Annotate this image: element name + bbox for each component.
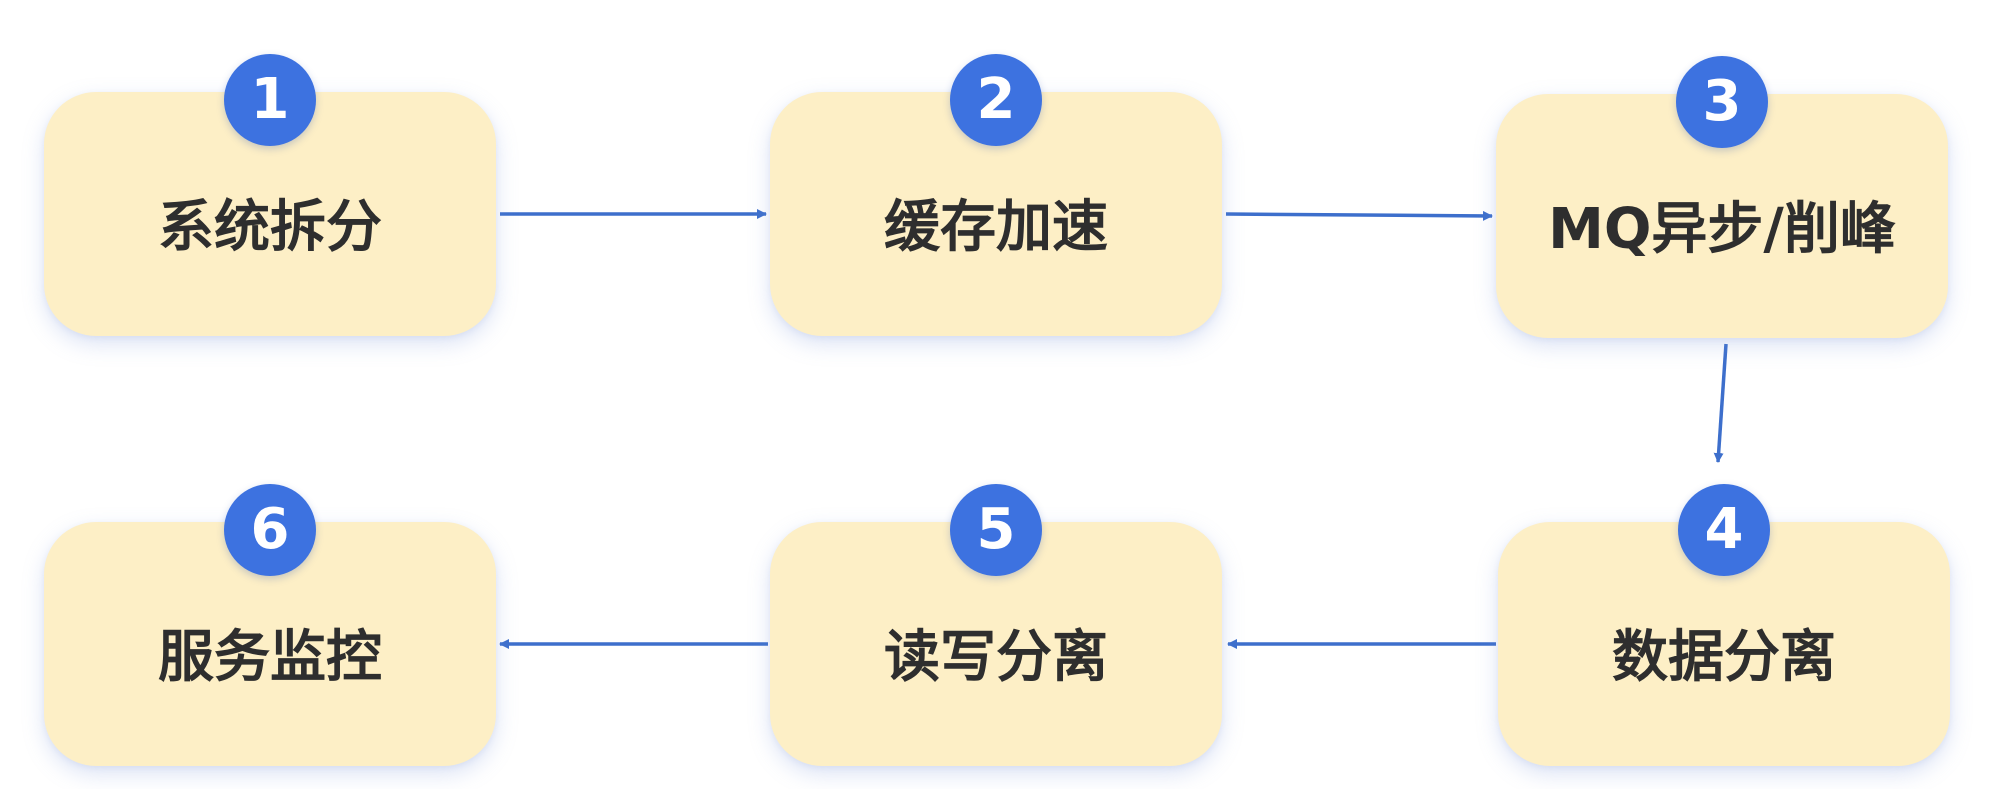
step-label-4: 数据分离 bbox=[1612, 625, 1836, 690]
step-label-1: 系统拆分 bbox=[158, 195, 382, 260]
step-label-3: MQ异步/削峰 bbox=[1548, 197, 1896, 262]
step-box-6: 6 服务监控 bbox=[44, 484, 496, 766]
step-box-4: 4 数据分离 bbox=[1498, 484, 1950, 766]
step-number-badge-3: 3 bbox=[1676, 56, 1768, 148]
step-number-badge-5: 5 bbox=[950, 484, 1042, 576]
step-label-5: 读写分离 bbox=[884, 625, 1108, 690]
step-label-6: 服务监控 bbox=[158, 625, 382, 690]
step-box-2: 2 缓存加速 bbox=[770, 54, 1222, 336]
arrow-2-to-3 bbox=[1225, 210, 1493, 221]
step-box-5: 5 读写分离 bbox=[770, 484, 1222, 766]
step-number-badge-2: 2 bbox=[950, 54, 1042, 146]
arrow-3-to-4 bbox=[1713, 343, 1728, 463]
step-number-badge-1: 1 bbox=[224, 54, 316, 146]
step-number-badge-6: 6 bbox=[224, 484, 316, 576]
step-box-1: 1 系统拆分 bbox=[44, 54, 496, 336]
step-number-badge-4: 4 bbox=[1678, 484, 1770, 576]
step-box-3: 3 MQ异步/削峰 bbox=[1496, 56, 1948, 338]
step-label-2: 缓存加速 bbox=[884, 195, 1108, 260]
